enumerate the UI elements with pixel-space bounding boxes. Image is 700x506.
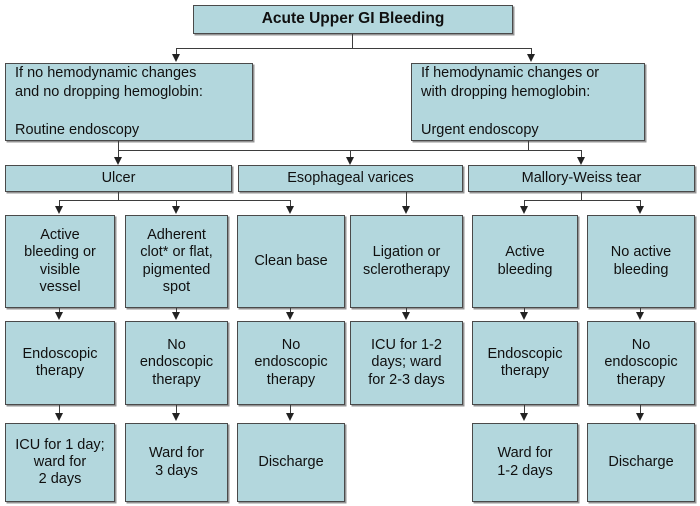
connector-t1-to-d1 bbox=[59, 405, 60, 415]
arrowhead-bus-to-varices bbox=[346, 157, 354, 165]
arrowhead-bus-to-ulcer bbox=[114, 157, 122, 165]
connector-mallory-to-f5 bbox=[524, 200, 525, 208]
arrowhead-t2-to-d2 bbox=[172, 413, 180, 421]
node-therapy-no-endoscopic-clean-base: No endoscopic therapy bbox=[237, 321, 345, 405]
arrowhead-mallory-to-f5 bbox=[520, 206, 528, 214]
arrowhead-f2-to-t2 bbox=[172, 312, 180, 320]
arrowhead-ulcer-to-f3 bbox=[286, 206, 294, 214]
node-finding-no-active-bleeding: No active bleeding bbox=[587, 215, 695, 308]
arrowhead-f5-to-t5 bbox=[520, 312, 528, 320]
connector-ulcer-to-f3 bbox=[290, 200, 291, 208]
node-finding-active-bleeding-visible-vessel: Active bleeding or visible vessel bbox=[5, 215, 115, 308]
arrowhead-t1-to-d1 bbox=[55, 413, 63, 421]
connector-mallory-bus bbox=[524, 200, 641, 201]
arrowhead-root-to-right bbox=[527, 54, 535, 62]
connector-triage-right-stem bbox=[528, 141, 529, 151]
node-finding-adherent-clot-pigmented-spot: Adherent clot* or flat, pigmented spot bbox=[125, 215, 228, 308]
connector-t6-to-d6 bbox=[640, 405, 641, 415]
node-disposition-ward-1-2-days: Ward for 1-2 days bbox=[472, 423, 578, 502]
node-finding-ligation-or-sclerotherapy: Ligation or sclerotherapy bbox=[350, 215, 463, 308]
connector-ulcer-to-f1 bbox=[59, 200, 60, 208]
arrowhead-f1-to-t1 bbox=[55, 312, 63, 320]
arrowhead-t5-to-d5 bbox=[520, 413, 528, 421]
node-disposition-ward-3-days: Ward for 3 days bbox=[125, 423, 228, 502]
connector-mallory-to-f6 bbox=[640, 200, 641, 208]
connector-ulcer-stem bbox=[118, 192, 119, 201]
arrowhead-root-to-left bbox=[172, 54, 180, 62]
node-therapy-no-endoscopic-ulcer-clot: No endoscopic therapy bbox=[125, 321, 228, 405]
node-triage-stable: If no hemodynamic changes and no droppin… bbox=[5, 63, 253, 141]
connector-bus-to-mallory bbox=[581, 150, 582, 159]
node-therapy-no-endoscopic-mallory-inactive: No endoscopic therapy bbox=[587, 321, 695, 405]
connector-f6-to-t6 bbox=[640, 308, 641, 314]
arrowhead-f4-to-t4 bbox=[402, 312, 410, 320]
arrowhead-f6-to-t6 bbox=[636, 312, 644, 320]
connector-ulcer-to-f2 bbox=[176, 200, 177, 208]
connector-f1-to-t1 bbox=[59, 308, 60, 314]
connector-t2-to-d2 bbox=[176, 405, 177, 415]
node-disposition-icu-1-day-ward-2-days: ICU for 1 day; ward for 2 days bbox=[5, 423, 115, 502]
connector-bus-to-ulcer bbox=[118, 150, 119, 159]
arrowhead-ulcer-to-f2 bbox=[172, 206, 180, 214]
node-diagnosis-mallory-weiss-tear: Mallory-Weiss tear bbox=[468, 165, 695, 192]
connector-varices-to-f4 bbox=[406, 192, 407, 208]
node-triage-unstable: If hemodynamic changes or with dropping … bbox=[411, 63, 645, 141]
arrowhead-mallory-to-f6 bbox=[636, 206, 644, 214]
connector-f2-to-t2 bbox=[176, 308, 177, 314]
connector-f5-to-t5 bbox=[524, 308, 525, 314]
connector-triage-left-stem bbox=[118, 141, 119, 151]
node-therapy-endoscopic-mallory-active: Endoscopic therapy bbox=[472, 321, 578, 405]
node-finding-clean-base: Clean base bbox=[237, 215, 345, 308]
connector-bus-to-varices bbox=[350, 150, 351, 159]
connector-mallory-stem bbox=[581, 192, 582, 201]
node-disposition-discharge-mallory: Discharge bbox=[587, 423, 695, 502]
connector-f4-to-t4 bbox=[406, 308, 407, 314]
arrowhead-f3-to-t3 bbox=[286, 312, 294, 320]
connector-f3-to-t3 bbox=[290, 308, 291, 314]
node-acute-upper-gi-bleeding: Acute Upper GI Bleeding bbox=[193, 5, 513, 34]
connector-root-to-right bbox=[531, 48, 532, 56]
connector-root-bus bbox=[176, 48, 532, 49]
arrowhead-bus-to-mallory bbox=[577, 157, 585, 165]
node-therapy-icu-ward-varices: ICU for 1-2 days; ward for 2-3 days bbox=[350, 321, 463, 405]
arrowhead-t3-to-d3 bbox=[286, 413, 294, 421]
arrowhead-ulcer-to-f1 bbox=[55, 206, 63, 214]
arrowhead-t6-to-d6 bbox=[636, 413, 644, 421]
connector-t3-to-d3 bbox=[290, 405, 291, 415]
node-disposition-discharge-clean-base: Discharge bbox=[237, 423, 345, 502]
connector-root-stem bbox=[352, 34, 353, 49]
connector-t5-to-d5 bbox=[524, 405, 525, 415]
connector-ulcer-bus bbox=[59, 200, 291, 201]
node-diagnosis-esophageal-varices: Esophageal varices bbox=[238, 165, 463, 192]
node-diagnosis-ulcer: Ulcer bbox=[5, 165, 232, 192]
arrowhead-varices-to-f4 bbox=[402, 206, 410, 214]
node-finding-active-bleeding: Active bleeding bbox=[472, 215, 578, 308]
connector-root-to-left bbox=[176, 48, 177, 56]
node-therapy-endoscopic-ulcer-active: Endoscopic therapy bbox=[5, 321, 115, 405]
